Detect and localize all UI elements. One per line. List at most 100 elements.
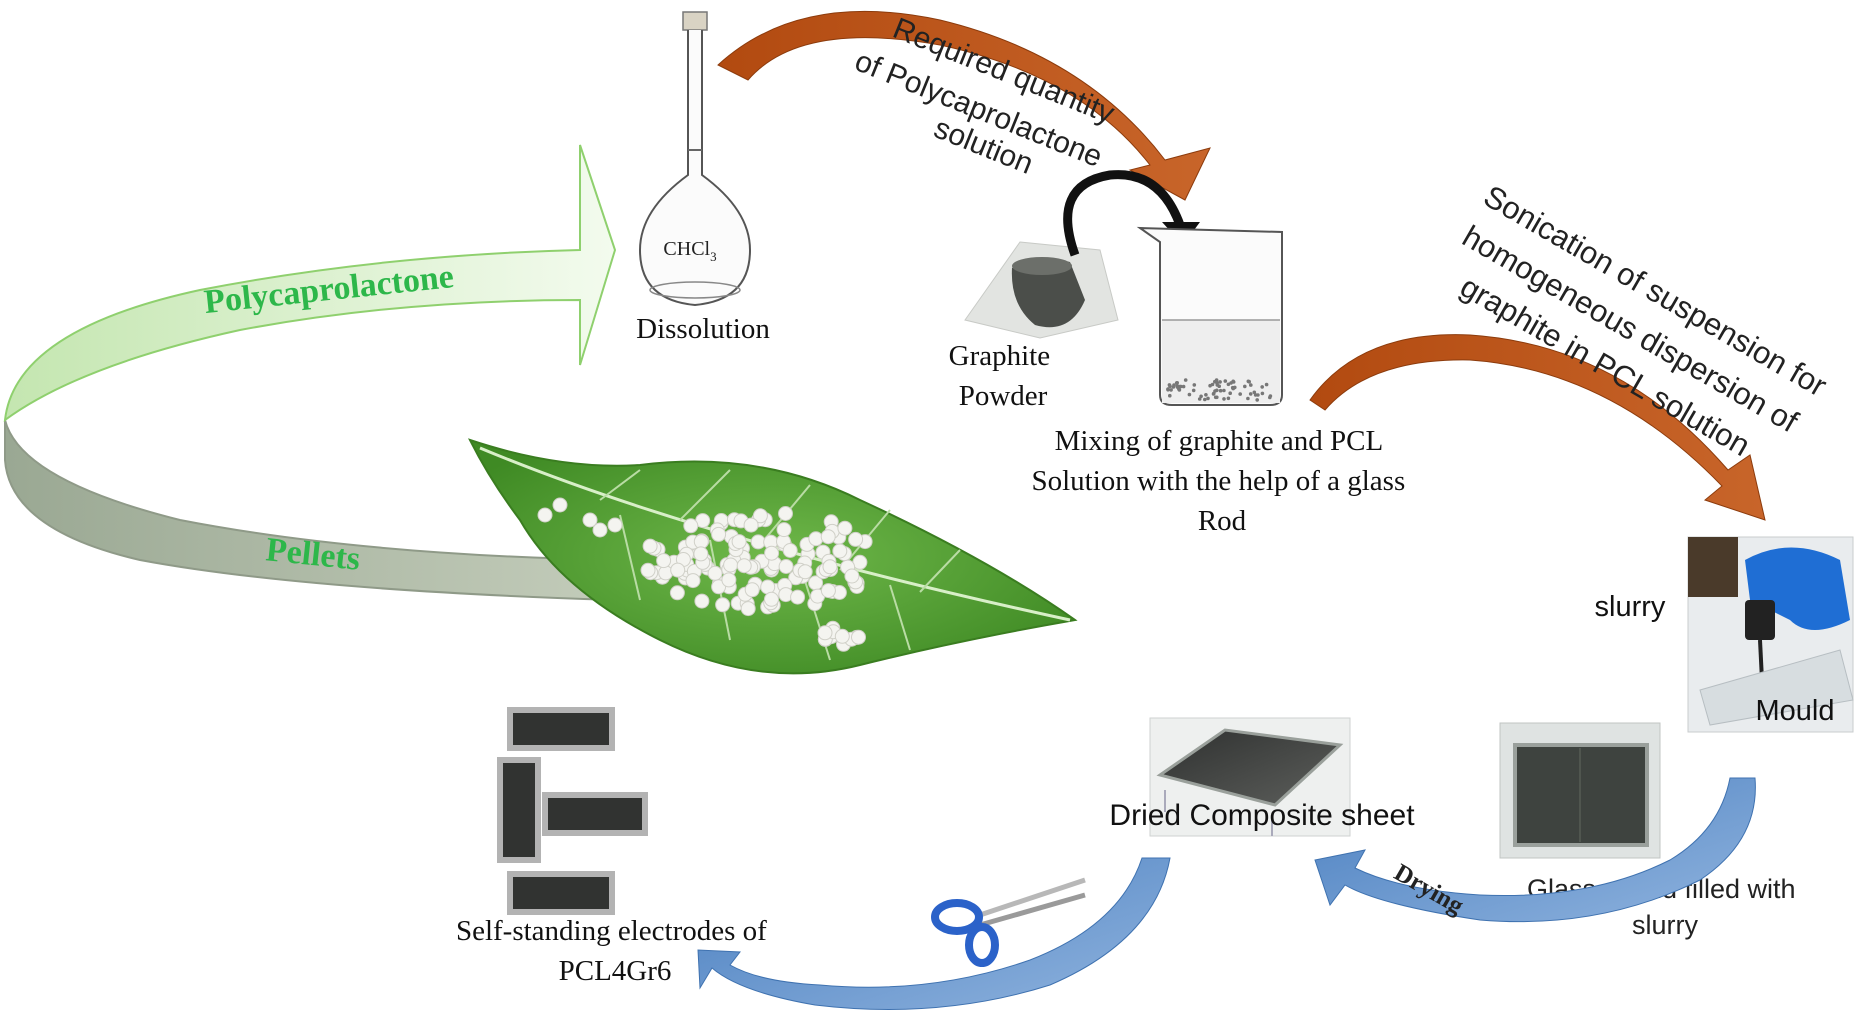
graphite-particle — [1218, 380, 1222, 384]
graphite-particle — [1197, 397, 1202, 401]
pellet — [715, 597, 731, 613]
graphite-particle — [1167, 383, 1172, 387]
pellet — [711, 526, 727, 542]
pellet — [834, 628, 850, 644]
graphite-particle — [1246, 396, 1250, 401]
graphite-particle — [1211, 392, 1216, 396]
mixing-beaker-icon — [1136, 226, 1283, 406]
polycaprolactone-arrow-body — [3, 144, 617, 423]
graphite-particle — [1218, 388, 1223, 393]
graphite-particle — [1238, 392, 1242, 396]
pellet — [750, 534, 766, 550]
blue-arrow-mould-to-dried — [1314, 777, 1756, 923]
graphite-to-beaker-arrow — [1063, 170, 1185, 257]
pellet — [778, 559, 794, 574]
pellet — [723, 557, 739, 573]
pellet — [640, 562, 656, 578]
graphite-particle — [1260, 385, 1264, 389]
graphite-particle — [1204, 393, 1208, 397]
graphite-particle — [1255, 398, 1259, 402]
pellet — [820, 529, 836, 545]
graphite-powder-label: Graphite Powder — [949, 340, 1058, 412]
pellet — [808, 531, 824, 547]
graphite-particle — [1174, 381, 1179, 385]
pellet — [790, 589, 806, 605]
graphite-particle — [1199, 394, 1203, 399]
graphite-particle — [1226, 382, 1231, 387]
pellet — [721, 572, 737, 588]
glass-mould-image — [1499, 722, 1661, 859]
pellet — [592, 522, 608, 538]
graphite-particle — [1228, 391, 1232, 396]
pellet — [764, 545, 780, 561]
mixing-label: Mixing of graphite and PCL Solution with… — [1032, 425, 1413, 537]
graphite-particle — [1222, 397, 1226, 401]
graphite-particle — [1206, 396, 1210, 401]
pellet — [837, 520, 853, 536]
pellet — [642, 538, 658, 554]
graphite-particle — [1169, 388, 1173, 392]
graphite-particle — [1252, 390, 1257, 395]
graphite-particle — [1214, 378, 1219, 382]
graphite-particle — [1192, 383, 1197, 387]
pellet — [832, 543, 848, 559]
graphite-particle — [1166, 387, 1170, 391]
graphite-powder-image — [964, 241, 1119, 339]
pellet — [607, 517, 623, 533]
pellet — [848, 531, 864, 547]
scissors-icon — [931, 877, 1086, 967]
graphite-particle — [1249, 383, 1253, 387]
graphite-particle — [1181, 384, 1186, 389]
graphite-particle — [1268, 394, 1273, 398]
graphite-particle — [1168, 393, 1172, 398]
pellet — [776, 522, 792, 538]
pellet — [820, 583, 836, 599]
graphite-particle — [1243, 384, 1247, 389]
pellet — [797, 564, 813, 580]
pellet — [851, 629, 866, 645]
graphite-particle — [1203, 397, 1207, 402]
orange-arrow-flask-to-beaker — [717, 11, 1211, 201]
graphite-particle — [1260, 391, 1265, 396]
graphite-particle — [1191, 388, 1196, 393]
mould-label: Mould — [1756, 695, 1835, 727]
pellet — [694, 593, 710, 609]
leaf-with-pellets-image — [468, 438, 1078, 675]
pellet — [552, 497, 568, 513]
pellet — [669, 585, 685, 601]
graphite-particle — [1172, 383, 1176, 387]
graphite-particle — [1256, 393, 1260, 397]
pellet — [844, 568, 860, 584]
pellet — [736, 558, 752, 574]
pellet — [743, 517, 759, 533]
pouring-slurry-image — [1687, 536, 1854, 733]
graphite-particle — [1208, 383, 1212, 388]
graphite-particle — [1177, 387, 1181, 391]
pellet — [693, 546, 709, 562]
slurry-label: slurry — [1595, 591, 1666, 623]
graphite-particle — [1223, 379, 1228, 383]
electrodes-label: Self-standing electrodes of PCL4Gr6 — [456, 915, 774, 987]
flask-formula: CHCl3 — [663, 238, 716, 264]
dried-composite-sheet-image — [1149, 717, 1351, 837]
pellet — [731, 534, 747, 550]
pellets-to-polycaprolactone-arrow — [3, 144, 617, 602]
graphite-particle — [1264, 382, 1269, 387]
pellet — [656, 553, 672, 569]
graphite-particle — [1222, 388, 1226, 393]
pellet — [707, 565, 723, 581]
graphite-particle — [1231, 386, 1235, 391]
pellet — [817, 625, 833, 641]
dissolution-label: Dissolution — [636, 313, 770, 345]
pellet — [822, 559, 838, 575]
blue-arrow-dried-to-electrodes — [697, 857, 1171, 1010]
electrodes-image — [497, 707, 648, 915]
graphite-particle — [1215, 395, 1219, 400]
pellet — [537, 507, 553, 523]
pellet — [782, 543, 798, 558]
orange-arrow-beaker-to-mould — [1309, 334, 1766, 521]
pellet — [740, 601, 756, 617]
dried-composite-sheet-label: Dried Composite sheet — [1109, 799, 1415, 832]
pellet — [744, 582, 760, 598]
